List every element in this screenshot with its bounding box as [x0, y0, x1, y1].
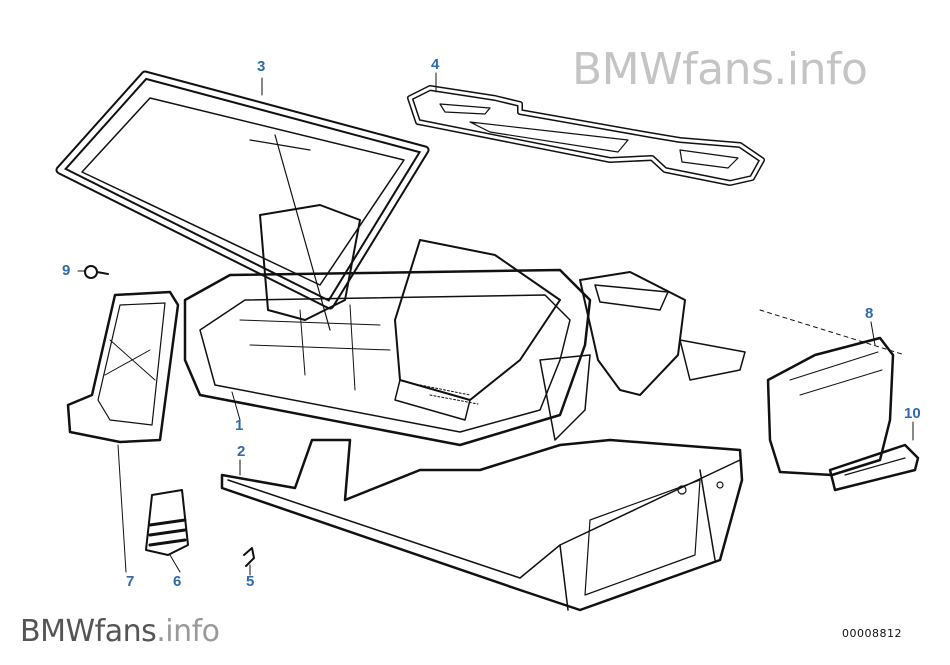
- part-7-side-flap: [66, 290, 180, 444]
- callout-1: 1: [235, 417, 244, 434]
- part-5-clip: [243, 547, 255, 567]
- callout-2: 2: [237, 443, 246, 460]
- callout-9: 9: [62, 262, 71, 279]
- callout-3: 3: [257, 58, 266, 75]
- part-10-bracket: [828, 443, 920, 492]
- watermark-top: BMWfans.info: [572, 44, 868, 95]
- callout-6: 6: [173, 573, 182, 590]
- part-1-heater-housing: [183, 204, 746, 447]
- callout-8: 8: [865, 305, 874, 322]
- diagram-part-number: 00008812: [842, 627, 902, 640]
- part-9-screw: [84, 265, 109, 279]
- callout-7: 7: [126, 573, 135, 590]
- part-8-cover: [759, 309, 906, 477]
- watermark-bottom-brand: BMWfans: [20, 614, 157, 649]
- part-3-upper-gasket-frame: [55, 70, 430, 331]
- part-6-small-unit: [145, 489, 189, 556]
- part-4-seal-gasket: [407, 85, 765, 186]
- leader-lines: [77, 72, 914, 576]
- callout-5: 5: [246, 573, 255, 590]
- watermark-bottom-suffix: .info: [156, 614, 220, 649]
- watermark-bottom: BMWfans.info: [20, 614, 220, 649]
- part-2-lower-housing-tray: [220, 438, 744, 612]
- callout-4: 4: [431, 56, 440, 73]
- callout-10: 10: [904, 405, 921, 422]
